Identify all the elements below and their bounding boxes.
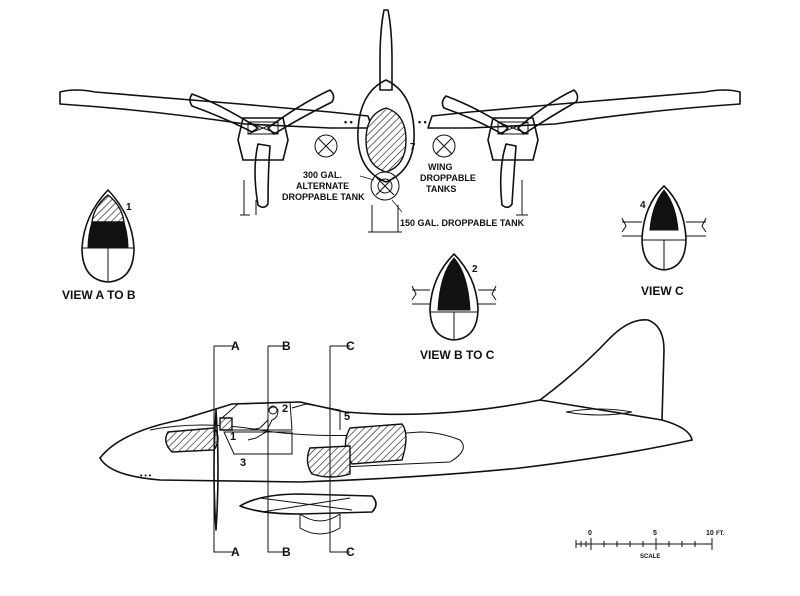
label-alt-tank-3: DROPPABLE TANK: [282, 192, 365, 202]
side-callout-2: 2: [282, 403, 288, 415]
label-wing-tanks-3: TANKS: [426, 184, 456, 194]
right-wing-tank: [432, 134, 456, 158]
horizontal-stabilizer: [565, 408, 633, 416]
scale-tick-10: 10: [706, 530, 714, 537]
cut-a-top: A: [231, 339, 240, 353]
cut-b-top: B: [282, 339, 291, 353]
centerline-tank: [368, 171, 402, 233]
side-callout-1: 1: [230, 431, 236, 443]
scale-tick-5: 5: [653, 530, 657, 537]
left-wing-tank: [314, 134, 338, 158]
aft-fuel-tank-lower: [306, 445, 351, 478]
front-cockpit-hatch: [365, 107, 407, 173]
label-wing-tanks-2: DROPPABLE: [420, 173, 476, 183]
caption-view-a-to-b: VIEW A TO B: [62, 288, 136, 302]
caption-view-c: VIEW C: [641, 284, 684, 298]
svg-text:• •: • •: [418, 117, 427, 127]
right-prop-blade-2: [441, 95, 509, 135]
callout-view-a-1: 1: [126, 202, 132, 213]
cut-b-bottom: B: [282, 545, 291, 559]
svg-text:• • •: • • •: [140, 473, 152, 480]
left-prop-blade-1: [189, 93, 259, 133]
cut-line-c: [329, 345, 350, 553]
left-prop-blade-3: [254, 143, 271, 209]
cut-line-a: [213, 345, 234, 553]
right-prop-blade-3: [499, 143, 517, 209]
fuselage-top: [99, 399, 693, 459]
label-alt-tank-1: 300 GAL.: [303, 170, 342, 180]
right-prop-blade-1: [517, 89, 579, 135]
scale-unit: FT.: [716, 531, 725, 537]
label-wing-tanks-1: WING: [428, 162, 453, 172]
side-callout-5: 5: [344, 411, 350, 423]
section-view-b-to-c: 2 VIEW B TO C: [411, 253, 497, 362]
callout-7: 7: [410, 142, 416, 153]
callout-view-b-2: 2: [472, 264, 478, 275]
svg-text:• •: • •: [344, 117, 353, 127]
left-engine: [189, 89, 335, 216]
front-fuselage: [357, 79, 415, 183]
right-engine: [441, 89, 579, 216]
scale-tick-0: 0: [588, 530, 592, 537]
vertical-tail: [379, 9, 393, 91]
cut-a-bottom: A: [231, 545, 240, 559]
section-view-a-to-b: 1 VIEW A TO B: [62, 189, 136, 302]
pilot-figure: [247, 406, 279, 441]
side-callout-3: 3: [240, 457, 246, 469]
instrument-panel: [219, 417, 233, 431]
cut-c-top: C: [346, 339, 355, 353]
right-wing: [427, 89, 741, 129]
forward-fuel-tank: [165, 427, 219, 453]
cut-line-b: [267, 345, 288, 553]
label-alt-tank-2: ALTERNATE: [296, 181, 349, 191]
callout-view-c-4: 4: [640, 200, 646, 211]
cut-c-bottom: C: [346, 545, 355, 559]
left-wing: [59, 89, 373, 129]
scale-caption: SCALE: [640, 554, 660, 560]
side-tail-fin: [539, 319, 665, 421]
aft-fuel-tank-upper: [344, 423, 407, 465]
fuselage-bottom: [99, 439, 693, 483]
label-150-gal-tank: 150 GAL. DROPPABLE TANK: [400, 218, 525, 228]
left-prop-blade-2: [267, 89, 335, 135]
front-view: 7: [59, 9, 741, 233]
scale-bar: 0 5 10 FT. SCALE: [575, 530, 725, 560]
section-view-c: 4 VIEW C: [621, 185, 707, 298]
side-view: • • • A A B B C C 1 2 3 5: [99, 319, 693, 559]
caption-view-b-to-c: VIEW B TO C: [420, 348, 495, 362]
side-propeller: [213, 409, 219, 531]
